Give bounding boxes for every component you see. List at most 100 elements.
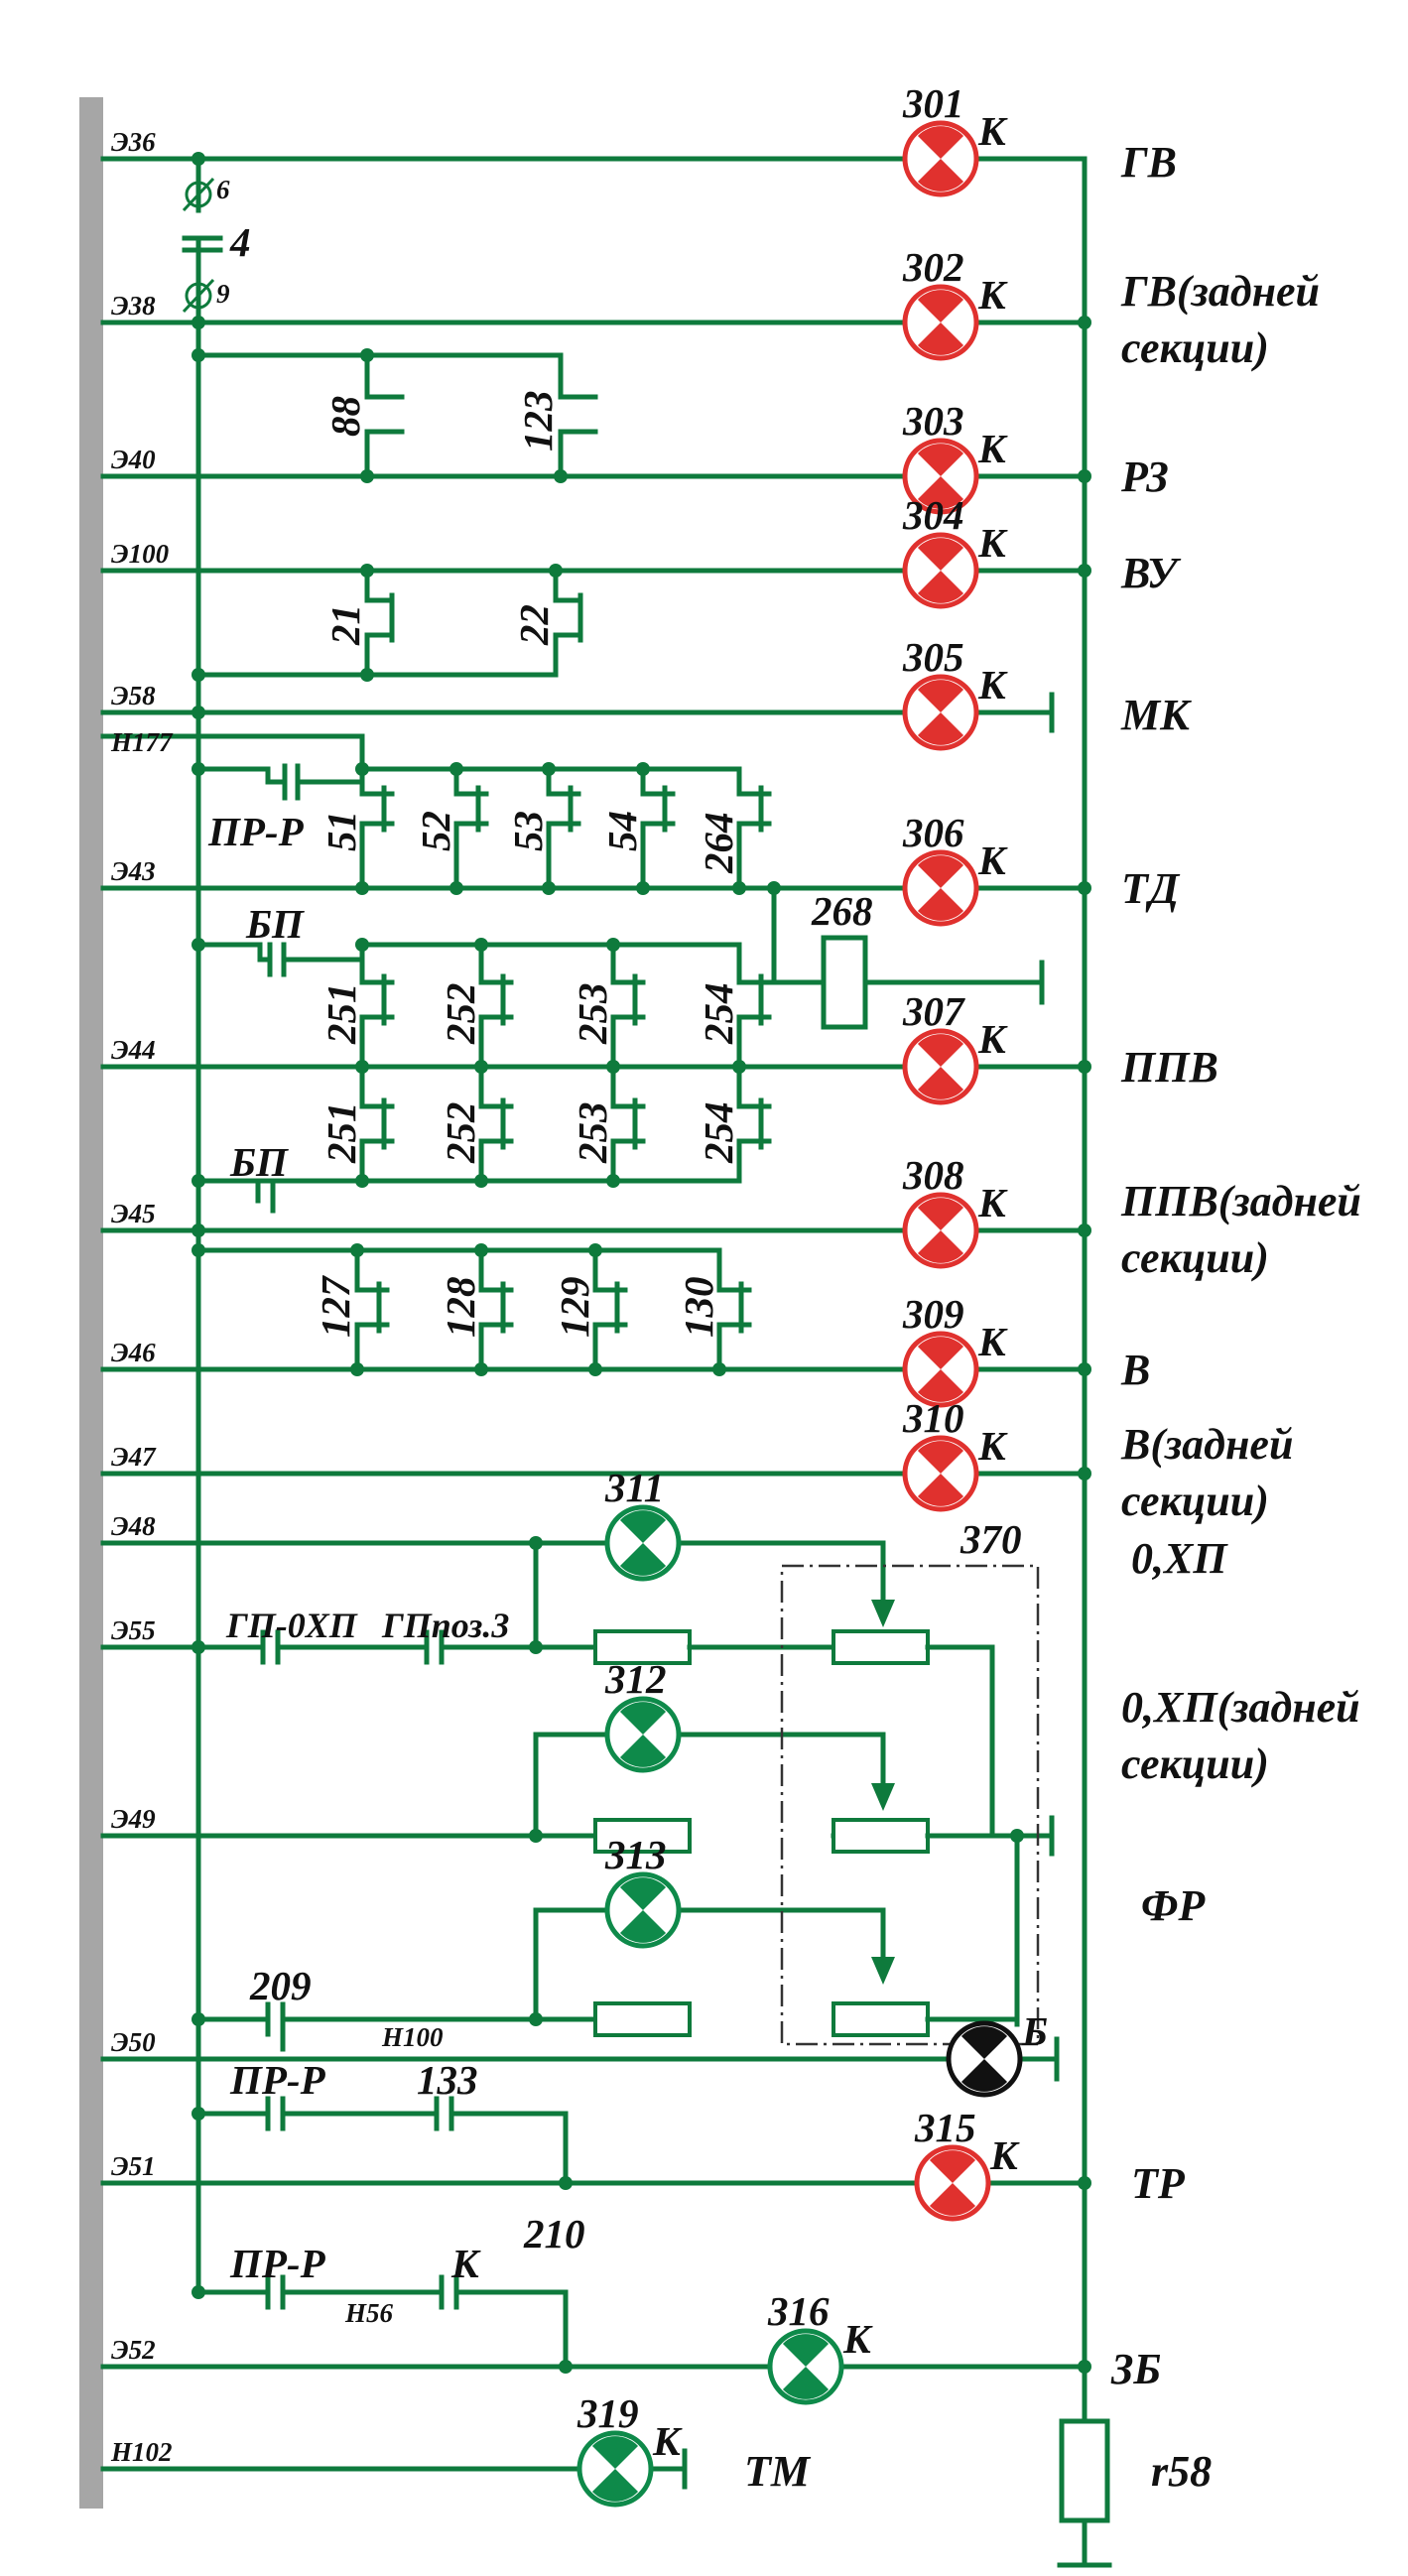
signal-labels: ГВГВ(заднейсекции)РЗВУМКТДППВППВ(заднейс… xyxy=(744,138,1361,2496)
lamp-number: 311 xyxy=(604,1465,664,1510)
signal-label: ФР xyxy=(1141,1881,1206,1930)
contact-label-128: 128 xyxy=(438,1277,483,1339)
contact-label-pr-r-2: ПР-Р xyxy=(229,2057,326,2103)
wire-label: Э55 xyxy=(111,1615,156,1645)
contact-label-251-upper: 251 xyxy=(319,983,364,1046)
wire-label: Э38 xyxy=(111,291,156,321)
lamp-number: 302 xyxy=(902,244,964,290)
contact-label-251-lower: 251 xyxy=(319,1102,364,1165)
signal-label: РЗ xyxy=(1120,452,1169,501)
lamp-k-mark: К xyxy=(977,272,1008,318)
signal-label: ГВ(задней xyxy=(1120,267,1320,316)
wire-label: Э48 xyxy=(111,1511,156,1541)
wire-label: Н177 xyxy=(110,727,174,757)
lamp-k-mark: К xyxy=(989,2132,1020,2178)
lamp-k-mark: Б xyxy=(1021,2008,1048,2054)
lamp-number: 316 xyxy=(767,2288,830,2334)
contact-label-133: 133 xyxy=(417,2057,478,2103)
contact-label-123: 123 xyxy=(515,391,561,452)
contact-label-pr-r-3: ПР-Р xyxy=(229,2241,326,2286)
lamp-k-mark: К xyxy=(977,1016,1008,1062)
contact-label-252-upper: 252 xyxy=(438,983,483,1046)
lamp-number: 315 xyxy=(914,2105,976,2150)
lamp-number: 310 xyxy=(902,1395,964,1441)
indicator-lamp: Б xyxy=(946,2008,1048,2098)
wire-label-n56: Н56 xyxy=(344,2298,394,2328)
contact-label-253-lower: 253 xyxy=(570,1102,615,1165)
signal-label: ВУ xyxy=(1120,549,1182,597)
lamp-number: 312 xyxy=(604,1656,667,1702)
contact-label-253-upper: 253 xyxy=(570,983,615,1046)
lamp-number: 306 xyxy=(902,810,964,855)
wire-label-n100: Н100 xyxy=(381,2022,444,2052)
contact-label-gp-0xp: ГП-0ХП xyxy=(225,1606,358,1645)
contact-label-4: 4 xyxy=(229,219,251,265)
contact-label-54: 54 xyxy=(599,811,645,851)
wire-label: Э100 xyxy=(111,539,170,569)
signal-label: r58 xyxy=(1151,2447,1212,2496)
lamp-number: 309 xyxy=(902,1291,964,1337)
signal-label: ТД xyxy=(1121,864,1181,913)
signal-label: секции) xyxy=(1121,1477,1269,1525)
wire-label: Э47 xyxy=(111,1442,157,1472)
contact-label-127: 127 xyxy=(313,1275,358,1338)
lamp-k-mark: К xyxy=(977,1180,1008,1225)
lamp-number: 313 xyxy=(604,1832,667,1877)
component-labels: 6 4 9 88 123 21 22 ПР-Р 51 52 53 54 264 … xyxy=(207,175,1022,2328)
signal-label: В xyxy=(1120,1346,1150,1394)
signal-label: ГВ xyxy=(1120,138,1177,187)
contact-label-bp-2: БП xyxy=(229,1139,289,1185)
lamp-number: 308 xyxy=(902,1152,964,1198)
wire-label: Э50 xyxy=(111,2027,156,2057)
signal-label: секции) xyxy=(1121,1739,1269,1788)
lamp-k-mark: К xyxy=(977,108,1008,154)
junction-dots xyxy=(192,152,1091,2374)
lamp-k-mark: К xyxy=(977,1423,1008,1469)
wire-label: Н102 xyxy=(110,2437,173,2467)
wire-label: Э46 xyxy=(111,1338,156,1367)
lamp-number: 301 xyxy=(902,80,964,126)
signal-label: ТМ xyxy=(744,2447,812,2496)
signal-label: ППВ xyxy=(1120,1043,1218,1092)
box-label-370: 370 xyxy=(960,1516,1022,1562)
wire-labels: Э36Э38Э40Э100Э58Н177Э43Э44Э45Э46Э47Э48Э5… xyxy=(110,127,174,2467)
contact-label-k: К xyxy=(450,2241,481,2286)
contact-label-130: 130 xyxy=(676,1277,721,1339)
lamp-number: 307 xyxy=(902,988,965,1034)
lamp-k-mark: К xyxy=(977,837,1008,883)
contact-label-22: 22 xyxy=(511,604,557,646)
lamp-k-mark: К xyxy=(977,662,1008,708)
wire-label: Э43 xyxy=(111,856,156,886)
wire-label: Э49 xyxy=(111,1804,156,1834)
contact-label-53: 53 xyxy=(505,811,551,851)
indicator-lamps: 301К302К303К304К305К306К307К308К309К310К… xyxy=(576,80,1048,2508)
fuse-label-9: 9 xyxy=(216,279,230,309)
signal-label: секции) xyxy=(1121,1233,1269,1282)
indicator-lamp: 311 xyxy=(604,1465,682,1582)
signal-label: ЗБ xyxy=(1110,2345,1161,2393)
contact-label-88: 88 xyxy=(322,396,368,437)
contact-label-pr-r-1: ПР-Р xyxy=(207,809,305,854)
contact-label-bp-1: БП xyxy=(245,901,305,947)
contact-label-21: 21 xyxy=(322,604,368,646)
node-label-210: 210 xyxy=(523,2211,585,2256)
lamp-k-mark: К xyxy=(977,426,1008,471)
signal-label: 0,ХП(задней xyxy=(1121,1683,1360,1732)
indicator-lamp: 313 xyxy=(604,1832,682,1949)
contact-label-129: 129 xyxy=(552,1277,597,1339)
lamp-number: 304 xyxy=(902,492,964,538)
supply-bus xyxy=(79,97,103,2509)
lamp-number: 305 xyxy=(902,634,964,680)
wire-label: Э45 xyxy=(111,1199,156,1228)
